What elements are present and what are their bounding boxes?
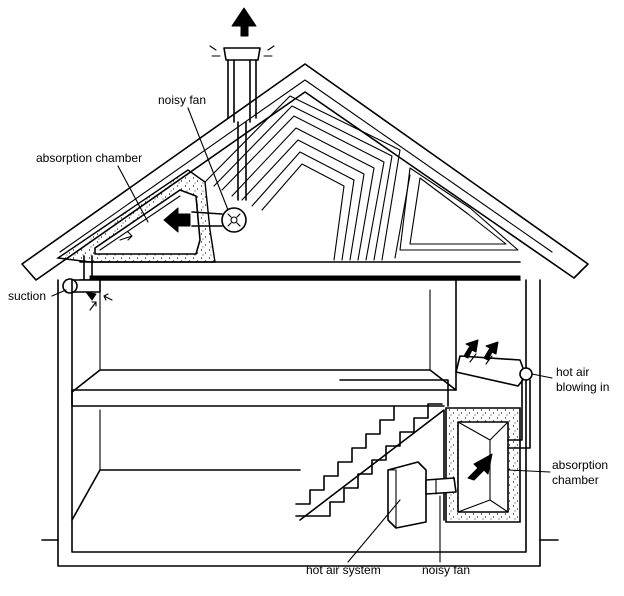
label-hot-air-line1: hot air bbox=[556, 365, 589, 379]
lower-room bbox=[71, 409, 301, 521]
label-noisy-fan-top: noisy fan bbox=[158, 93, 206, 107]
suction-pipe bbox=[62, 255, 101, 301]
air-arrow-attic bbox=[163, 207, 191, 233]
attic-noisy-fan bbox=[191, 207, 247, 233]
label-absorption-chamber-right-line1: absorption bbox=[552, 458, 608, 472]
upper-room bbox=[71, 279, 457, 393]
attic-frames bbox=[204, 95, 519, 261]
ceiling bbox=[79, 261, 521, 281]
hot-air-duct bbox=[455, 353, 533, 449]
label-suction: suction bbox=[8, 289, 46, 303]
label-noisy-fan-bottom: noisy fan bbox=[422, 563, 470, 577]
exhaust-arrow-top bbox=[231, 7, 257, 37]
roof bbox=[21, 63, 589, 281]
vent-stack bbox=[209, 45, 275, 201]
middle-floor bbox=[71, 379, 449, 407]
label-hot-air-line2: blowing in bbox=[556, 380, 609, 394]
house-walls bbox=[41, 279, 559, 567]
small-arrow-attic bbox=[119, 231, 133, 241]
lower-noisy-fan bbox=[425, 477, 457, 495]
air-arrow-lower bbox=[467, 453, 493, 481]
label-hot-air-system: hot air system bbox=[306, 563, 381, 577]
hot-air-arrows bbox=[463, 339, 499, 361]
hot-air-system-unit bbox=[387, 461, 427, 529]
label-absorption-chamber-right-line2: chamber bbox=[552, 473, 599, 487]
leader-lines bbox=[51, 107, 553, 563]
label-absorption-chamber-top: absorption chamber bbox=[36, 151, 142, 165]
suction-arrows bbox=[89, 293, 113, 311]
staircase bbox=[295, 403, 445, 521]
